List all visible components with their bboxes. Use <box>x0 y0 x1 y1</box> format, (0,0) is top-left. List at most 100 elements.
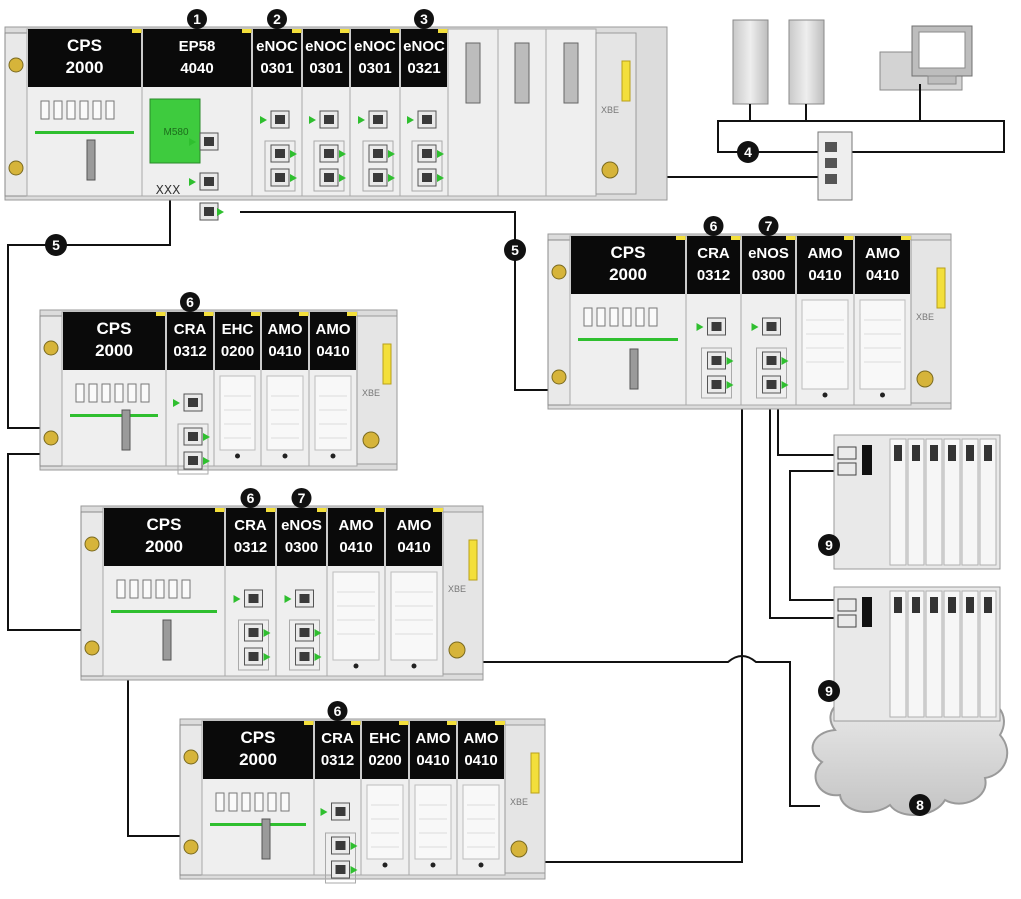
port-led <box>696 323 704 331</box>
ring-port-a-socket <box>299 628 310 637</box>
module-name: eNOC <box>305 38 347 55</box>
io-module-slice <box>889 590 907 718</box>
module-name: CPS <box>97 319 132 338</box>
module-accent <box>204 312 214 316</box>
ring-port-a-socket <box>335 841 346 850</box>
io-module-slice <box>925 438 943 566</box>
xbe-accent <box>621 60 631 102</box>
status-bar <box>210 823 306 826</box>
status-bar <box>578 338 678 341</box>
module-name: EHC <box>222 321 254 338</box>
terminal-pin <box>267 792 277 812</box>
module-accent <box>901 236 911 240</box>
module-number: 0410 <box>316 343 349 360</box>
terminal-pin <box>116 579 126 599</box>
io-port <box>837 598 857 612</box>
port-led <box>751 323 759 331</box>
callout-circle <box>45 234 67 256</box>
module-number: 0301 <box>260 60 293 77</box>
rack-drop-right: CPS2000CRA03126eNOS03007AMO0410AMO0410XB… <box>547 216 952 410</box>
module-led <box>330 453 336 459</box>
module-face <box>266 375 304 451</box>
connector-strip <box>121 409 131 451</box>
ring-port-frame <box>325 832 356 884</box>
callout-marker: 6 <box>180 292 200 312</box>
terminal-pin <box>215 792 225 812</box>
module-accent <box>433 508 443 512</box>
io-slice-label <box>948 445 956 461</box>
terminal-pin <box>280 792 290 812</box>
callout-number: 1 <box>193 11 201 27</box>
callout-number: 9 <box>825 537 833 553</box>
module-accent <box>399 721 409 725</box>
terminal-pin <box>66 100 76 120</box>
module-accent <box>447 721 457 725</box>
module-name: AMO <box>397 517 432 534</box>
terminal-pin <box>596 307 606 327</box>
rack-screw-icon <box>551 369 567 385</box>
callout-number: 6 <box>334 703 342 719</box>
ring-port-b-socket <box>299 652 310 661</box>
io-slice-label <box>894 445 902 461</box>
terminal-pin <box>583 307 593 327</box>
io-slice-label <box>930 445 938 461</box>
io-module-slice <box>907 590 925 718</box>
module-number: 0300 <box>285 539 318 556</box>
server-1 <box>732 19 769 105</box>
ring-port-b-socket <box>324 173 334 182</box>
module-label-plate <box>401 29 447 87</box>
module-accent <box>375 508 385 512</box>
ring-port-frame <box>289 619 320 671</box>
module-name: eNOC <box>403 38 445 55</box>
module-accent <box>340 29 350 33</box>
cpu-card-label: M580 <box>163 127 188 138</box>
module-name: CPS <box>611 243 646 262</box>
rack-screw-icon <box>84 536 100 552</box>
port-led <box>388 174 395 182</box>
ring-port-b-socket <box>275 173 285 182</box>
rack-screw-icon <box>183 749 199 765</box>
terminal-pin <box>142 579 152 599</box>
ring-port-a-socket <box>422 149 432 158</box>
module-number: 0300 <box>752 267 785 284</box>
conn-strip-label: ⅩⅩⅩ <box>156 183 181 197</box>
io-port <box>837 462 857 476</box>
callout-number: 6 <box>186 294 194 310</box>
module-label-plate <box>315 721 360 779</box>
module-name: AMO <box>339 517 374 534</box>
module-number: 2000 <box>609 265 647 284</box>
module-name: AMO <box>416 730 451 747</box>
module-number: 2000 <box>95 341 133 360</box>
module-face <box>314 375 352 451</box>
callout-number: 7 <box>298 490 306 506</box>
port-led <box>314 653 322 661</box>
module-label-plate <box>362 721 408 779</box>
module-label-plate <box>797 236 853 294</box>
module-name: AMO <box>865 245 900 262</box>
module-led <box>430 862 436 868</box>
callout-circle <box>180 292 200 312</box>
module-label-plate <box>28 29 141 87</box>
port-led <box>309 116 316 124</box>
terminal-pin <box>88 383 98 403</box>
port-led <box>173 399 180 407</box>
callout-circle <box>504 239 526 261</box>
module-led <box>822 392 828 398</box>
module-accent <box>156 312 166 316</box>
module-number: 2000 <box>239 750 277 769</box>
port-led <box>217 208 224 216</box>
rack-screw-icon <box>43 430 59 446</box>
io-slice-label <box>948 597 956 613</box>
enos-to-cloud <box>332 655 820 807</box>
module-accent <box>304 721 314 725</box>
connector-strip <box>162 619 172 661</box>
port-led <box>339 174 346 182</box>
module-label-plate <box>253 29 301 87</box>
module-label-plate <box>855 236 910 294</box>
callout-number: 3 <box>420 11 428 27</box>
io-module-slice <box>961 590 979 718</box>
